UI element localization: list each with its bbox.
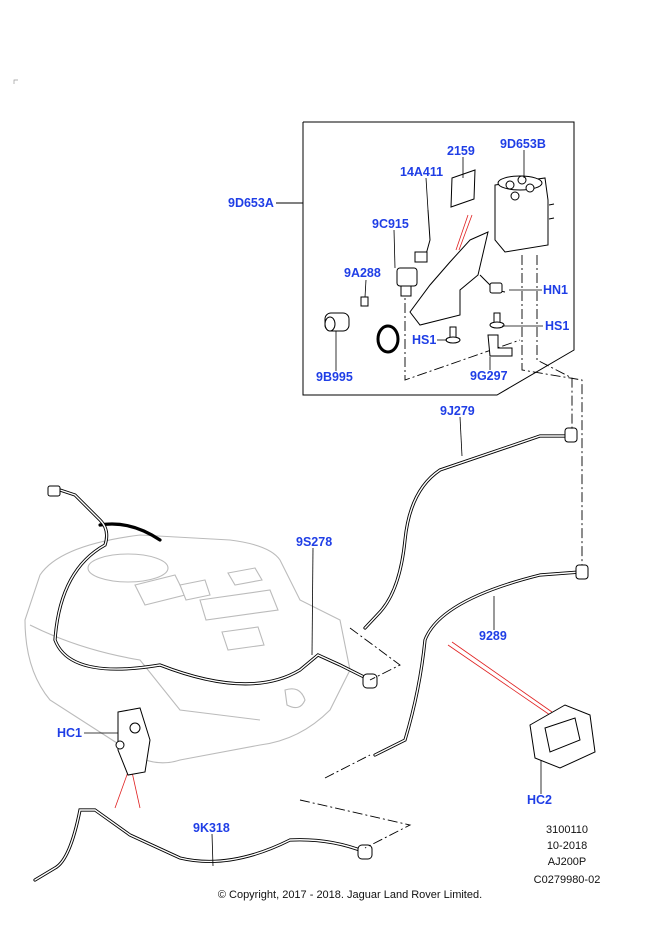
callout-9S278[interactable]: 9S278: [296, 535, 333, 549]
callout-HS1-right[interactable]: HS1: [545, 319, 570, 333]
callout-9D653A[interactable]: 9D653A: [228, 196, 274, 210]
callout-9K318[interactable]: 9K318: [193, 821, 230, 835]
reference-model: AJ200P: [547, 856, 587, 868]
callout-9C915[interactable]: 9C915: [372, 217, 409, 231]
copyright-notice: © Copyright, 2017 - 2018. Jaguar Land Ro…: [217, 889, 483, 901]
inset-parts: [324, 169, 555, 357]
callout-9J279[interactable]: 9J279: [440, 404, 475, 418]
reference-number: 3100110: [545, 824, 588, 836]
callout-9D653B[interactable]: 9D653B: [500, 137, 546, 151]
connectors: [47, 427, 589, 860]
callout-HS1-left[interactable]: HS1: [412, 333, 437, 347]
callout-2159[interactable]: 2159: [447, 144, 475, 158]
callout-HC1[interactable]: HC1: [57, 726, 83, 740]
callout-14A411[interactable]: 14A411: [400, 165, 444, 179]
callout-9A288[interactable]: 9A288: [344, 266, 381, 280]
fuel-tank: [24, 534, 351, 764]
callout-HC2[interactable]: HC2: [527, 793, 553, 807]
callout-9289[interactable]: 9289: [479, 629, 507, 643]
callout-HN1[interactable]: HN1: [543, 283, 569, 297]
callout-9G297[interactable]: 9G297: [470, 369, 508, 383]
reference-date: 10-2018: [546, 840, 588, 852]
callout-9B995[interactable]: 9B995: [316, 370, 353, 384]
reference-code: C0279980-02: [533, 874, 601, 886]
